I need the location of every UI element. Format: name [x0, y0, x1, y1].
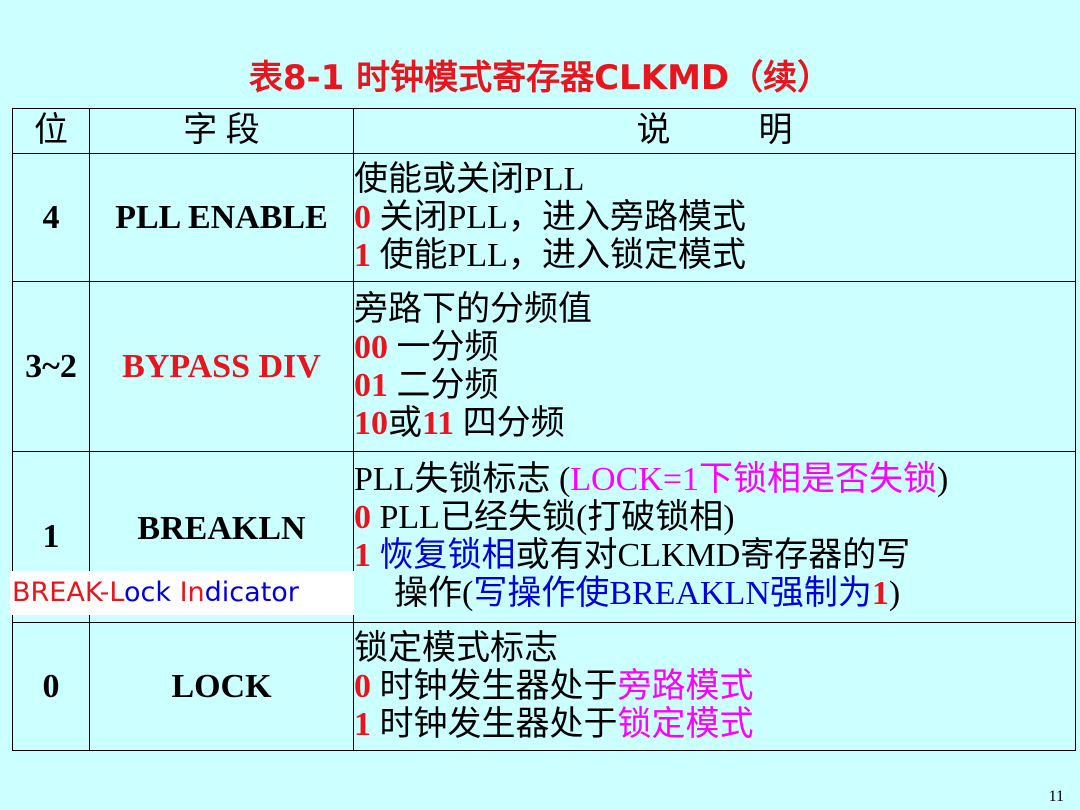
row-desc: 旁路下的分频值 00 一分频 01 二分频 10或11 四分频	[353, 281, 1076, 452]
desc-line: 10或11 四分频	[354, 404, 565, 442]
row-desc: 使能或关闭PLL 0 关闭PLL，进入旁路模式 1 使能PLL，进入锁定模式	[353, 153, 1076, 282]
header-field: 字 段	[89, 108, 354, 154]
row-field: PLL ENABLE	[89, 153, 354, 282]
desc-line: 0 时钟发生器处于旁路模式	[354, 667, 754, 705]
register-table: 位 字 段 说明 4 PLL ENABLE 使能或关闭PLL 0 关闭PLL，进…	[12, 108, 1076, 751]
desc-line: 01 二分频	[354, 366, 499, 404]
desc-line: 1 使能PLL，进入锁定模式	[354, 236, 746, 274]
desc-line: 旁路下的分频值	[354, 290, 593, 328]
desc-line: 0 关闭PLL，进入旁路模式	[354, 198, 746, 236]
table-row: 3~2 BYPASS DIV 旁路下的分频值 00 一分频 01 二分频 10或…	[12, 281, 1076, 452]
header-desc-a: 说	[636, 112, 671, 149]
desc-line: 使能或关闭PLL	[354, 160, 585, 198]
desc-line: 操作(写操作使BREAKLN强制为1)	[394, 575, 901, 612]
row-bit: 4	[12, 153, 90, 282]
desc-line: 1 时钟发生器处于锁定模式	[354, 705, 754, 743]
page-title: 表8-1 时钟模式寄存器CLKMD（续）	[248, 58, 832, 98]
table-header-row: 位 字 段 说明	[12, 108, 1076, 154]
header-desc: 说明	[353, 108, 1076, 154]
row-field: BYPASS DIV	[89, 281, 354, 452]
desc-line: 1 恢复锁相或有对CLKMD寄存器的写	[354, 537, 911, 574]
break-lock-indicator-label: BREAK-Lock Indicator	[10, 571, 354, 615]
row-field: LOCK	[89, 622, 354, 751]
header-desc-b: 明	[758, 112, 793, 149]
row-desc: PLL失锁标志 (LOCK=1下锁相是否失锁) 0 PLL已经失锁(打破锁相) …	[353, 451, 1076, 623]
table-row: 4 PLL ENABLE 使能或关闭PLL 0 关闭PLL，进入旁路模式 1 使…	[12, 153, 1076, 282]
row-desc: 锁定模式标志 0 时钟发生器处于旁路模式 1 时钟发生器处于锁定模式	[353, 622, 1076, 751]
desc-line: 00 一分频	[354, 328, 499, 366]
table-row: 0 LOCK 锁定模式标志 0 时钟发生器处于旁路模式 1 时钟发生器处于锁定模…	[12, 622, 1076, 751]
row-bit: 0	[12, 622, 90, 751]
page-number: 11	[1048, 788, 1064, 805]
desc-line: PLL失锁标志 (LOCK=1下锁相是否失锁)	[354, 461, 949, 498]
desc-line: 0 PLL已经失锁(打破锁相)	[354, 499, 735, 536]
row-bit: 3~2	[12, 281, 90, 452]
desc-line: 锁定模式标志	[354, 629, 559, 667]
header-bit: 位	[12, 108, 90, 154]
